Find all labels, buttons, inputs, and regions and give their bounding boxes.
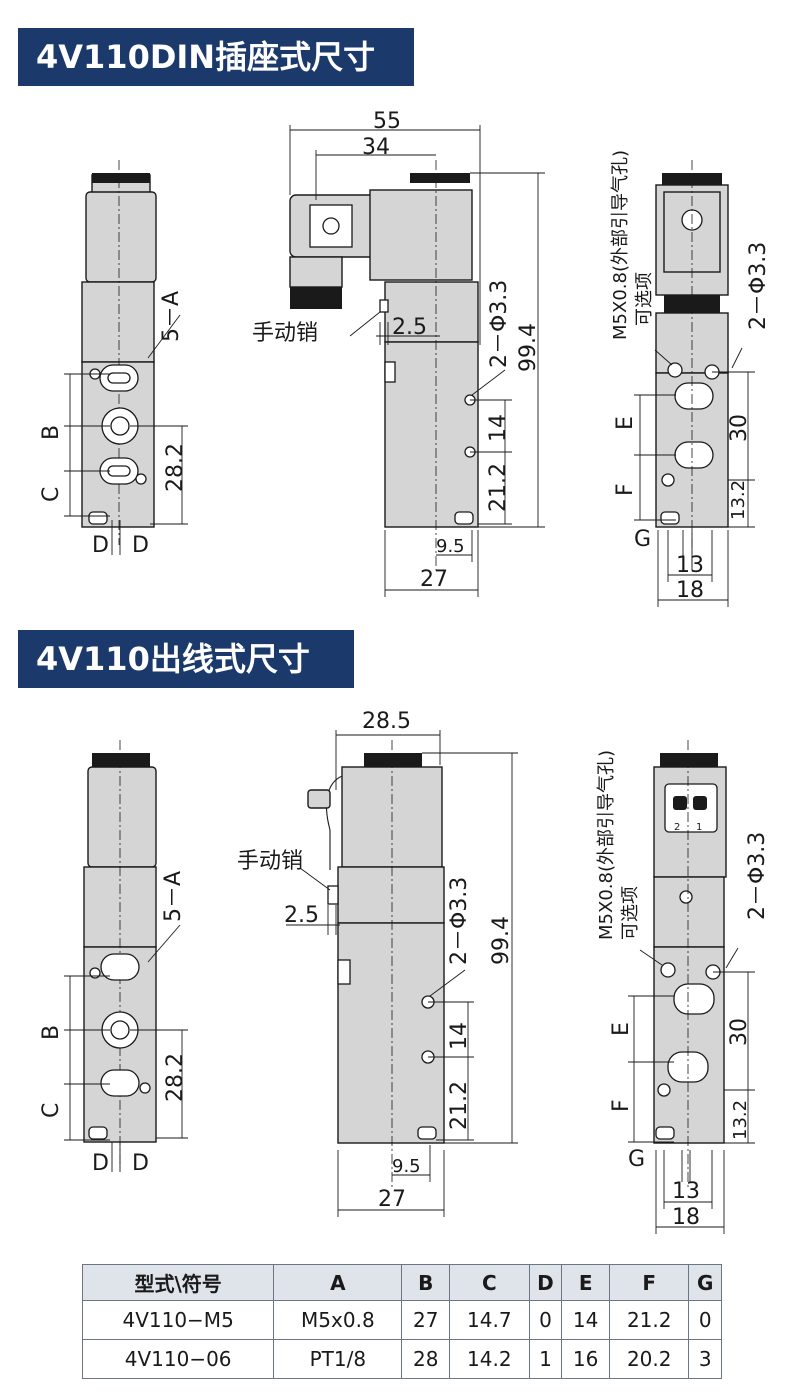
pin-label-2: 2 <box>674 822 680 833</box>
dim-13-2: 13.2 <box>728 480 749 520</box>
label-optional: 可选项 <box>620 886 641 940</box>
dim-9-5: 9.5 <box>436 536 465 557</box>
dim-27: 27 <box>420 567 448 592</box>
dim-13-2: 13.2 <box>730 1100 751 1140</box>
label-B: B <box>39 1025 64 1040</box>
dim-30: 30 <box>727 414 752 442</box>
label-F: F <box>613 483 638 496</box>
label-D-right: D <box>132 1151 149 1176</box>
cell-G: 3 <box>688 1339 722 1379</box>
label-G: G <box>634 527 651 552</box>
cell-A: M5x0.8 <box>273 1300 403 1340</box>
dim-55: 55 <box>373 109 401 134</box>
header-F: F <box>608 1264 690 1301</box>
label-D-right: D <box>132 533 149 558</box>
header-D: D <box>528 1264 563 1301</box>
header-E: E <box>561 1264 610 1301</box>
label-D-left: D <box>92 533 109 558</box>
header-B: B <box>401 1264 451 1301</box>
spec-table: 型式\符号 A B C D E F G 4V110−M5 M5x0.8 27 1… <box>81 1264 722 1379</box>
section-title-din: 4V110DIN插座式尺寸 <box>18 28 414 86</box>
cell-A: PT1/8 <box>273 1339 403 1379</box>
cell-B: 27 <box>401 1300 451 1340</box>
cell-G: 0 <box>688 1300 722 1340</box>
header-A: A <box>273 1264 403 1301</box>
cell-B: 28 <box>401 1339 451 1379</box>
wired-side-view: 28.5 手动销 2.5 2－Φ3.3 99.4 14 21.2 9.5 27 <box>237 709 518 1217</box>
header-model: 型式\符号 <box>81 1264 275 1301</box>
label-5A: 5－A <box>161 871 186 922</box>
din-socket-drawing: B C 5－A 28.2 D D <box>39 109 771 607</box>
cell-C: 14.7 <box>449 1300 530 1340</box>
dim-28-5: 28.5 <box>362 709 411 734</box>
din-side-view: 55 34 手动销 2.5 2－Φ3.3 99.4 14 21.2 9.5 27 <box>252 109 545 597</box>
cell-C: 14.2 <box>449 1339 530 1379</box>
cell-model: 4V110−06 <box>81 1339 275 1379</box>
dim-18: 18 <box>676 578 704 603</box>
din-front-view: B C 5－A 28.2 D D <box>39 160 188 558</box>
label-C: C <box>39 1103 64 1118</box>
cell-D: 0 <box>528 1300 563 1340</box>
dim-2-phi-3-3: 2－Φ3.3 <box>447 877 472 965</box>
label-C: C <box>39 487 64 502</box>
dim-28-2: 28.2 <box>163 443 188 492</box>
label-manual-pin: 手动销 <box>237 849 303 874</box>
dim-2-5: 2.5 <box>392 315 427 340</box>
din-rear-view: M5X0.8(外部引导气孔) 可选项 2－Φ3.3 E F 30 13.2 G … <box>610 150 771 607</box>
label-optional: 可选项 <box>634 272 655 326</box>
dim-2-phi-3-3-rear: 2－Φ3.3 <box>746 242 771 330</box>
wired-rear-view: 2 1 M5X0.8(外部引导气孔) 可选项 2－Φ3.3 E F <box>596 740 770 1234</box>
label-m5: M5X0.8(外部引导气孔) <box>596 750 617 940</box>
dim-34: 34 <box>362 135 390 160</box>
cell-F: 21.2 <box>608 1300 690 1340</box>
wired-lead-drawing: B C 5－A 28.2 D D <box>39 709 770 1234</box>
label-E: E <box>613 416 638 430</box>
dim-2-phi-3-3: 2－Φ3.3 <box>487 280 512 368</box>
dim-9-5: 9.5 <box>392 1156 421 1177</box>
dim-2-phi-3-3-rear: 2－Φ3.3 <box>745 832 770 920</box>
cell-model: 4V110−M5 <box>81 1300 275 1340</box>
section-title-wired: 4V110出线式尺寸 <box>18 630 354 688</box>
header-G: G <box>688 1264 722 1301</box>
table-row: 4V110−06 PT1/8 28 14.2 1 16 20.2 3 <box>81 1339 722 1379</box>
label-5A: 5－A <box>159 291 184 342</box>
dim-99-4: 99.4 <box>489 916 514 965</box>
wired-front-view: B C 5－A 28.2 D D <box>39 740 188 1176</box>
label-B: B <box>39 425 64 440</box>
dim-30: 30 <box>727 1018 752 1046</box>
cell-E: 16 <box>561 1339 610 1379</box>
dim-2-5: 2.5 <box>284 903 319 928</box>
table-row: 4V110−M5 M5x0.8 27 14.7 0 14 21.2 0 <box>81 1300 722 1340</box>
dim-21-2: 21.2 <box>486 463 511 512</box>
dim-13: 13 <box>676 553 704 578</box>
label-m5: M5X0.8(外部引导气孔) <box>610 150 631 340</box>
label-D-left: D <box>92 1151 109 1176</box>
label-G: G <box>628 1147 645 1172</box>
cell-E: 14 <box>561 1300 610 1340</box>
dim-99-4: 99.4 <box>516 323 541 372</box>
table-header-row: 型式\符号 A B C D E F G <box>81 1264 722 1301</box>
dim-14: 14 <box>447 1022 472 1050</box>
dim-21-2: 21.2 <box>447 1081 472 1130</box>
label-manual-pin: 手动销 <box>252 321 318 346</box>
dim-27: 27 <box>378 1187 406 1212</box>
header-C: C <box>449 1264 530 1301</box>
label-F: F <box>609 1099 634 1112</box>
cell-D: 1 <box>528 1339 563 1379</box>
dim-14: 14 <box>486 414 511 442</box>
dim-18: 18 <box>672 1205 700 1230</box>
dim-28-2: 28.2 <box>163 1053 188 1102</box>
cell-F: 20.2 <box>608 1339 690 1379</box>
dim-13: 13 <box>672 1179 700 1204</box>
label-E: E <box>609 1022 634 1036</box>
pin-label-1: 1 <box>696 822 702 833</box>
